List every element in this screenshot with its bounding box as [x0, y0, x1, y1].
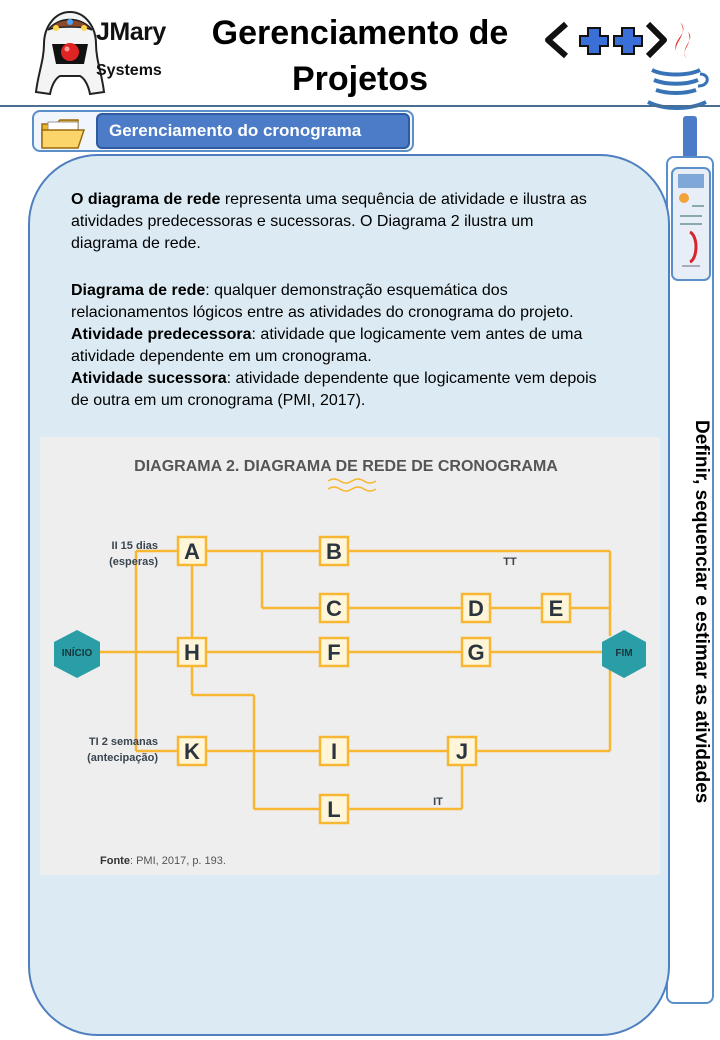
- section-title: Gerenciamento do cronograma: [96, 113, 410, 149]
- node-k: K: [176, 735, 208, 767]
- sidebar-connector: [683, 116, 697, 158]
- node-h: H: [176, 636, 208, 668]
- svg-text:E: E: [549, 596, 564, 621]
- duke-mascot-icon: [34, 10, 106, 96]
- svg-text:INÍCIO: INÍCIO: [62, 646, 93, 659]
- cpp-logo-icon: [545, 21, 667, 59]
- brand-subtitle: Systems: [96, 62, 162, 79]
- svg-text:G: G: [467, 640, 484, 665]
- svg-text:J: J: [456, 739, 468, 764]
- network-diagram-figure: DIAGRAMA 2. DIAGRAMA DE REDE DE CRONOGRA…: [40, 437, 660, 875]
- diagram-connectors: [100, 549, 612, 811]
- brand-name: JMary: [96, 18, 166, 46]
- svg-text:B: B: [326, 539, 342, 564]
- node-e: E: [540, 592, 572, 624]
- tt-label: TT: [503, 556, 517, 568]
- figure-source: Fonte: PMI, 2017, p. 193.: [100, 855, 226, 867]
- folder-icon: [41, 119, 86, 149]
- start-node: INÍCIO: [54, 630, 100, 678]
- definition-atividade-sucessora: Atividade sucessora: atividade dependent…: [71, 370, 597, 387]
- node-d: D: [460, 592, 492, 624]
- definition-diagrama-de-rede: Diagrama de rede: qualquer demonstração …: [71, 282, 508, 299]
- end-node: FIM: [602, 630, 646, 678]
- header-divider: [0, 105, 720, 107]
- svg-text:L: L: [327, 797, 340, 822]
- lead-label-line2: (antecipação): [87, 752, 158, 764]
- node-i: I: [318, 735, 350, 767]
- node-b: B: [318, 535, 350, 567]
- node-f: F: [318, 636, 350, 668]
- lead-label-line1: TI 2 semanas: [89, 736, 158, 748]
- section-header: Gerenciamento do cronograma: [32, 110, 414, 152]
- definition-atividade-predecessora: Atividade predecessora: atividade que lo…: [71, 326, 583, 343]
- java-cup-icon: [647, 22, 709, 110]
- svg-text:FIM: FIM: [615, 648, 632, 659]
- figure-title: DIAGRAMA 2. DIAGRAMA DE REDE DE CRONOGRA…: [134, 458, 558, 475]
- node-c: C: [318, 592, 350, 624]
- page-title: Gerenciamento de Projetos: [211, 14, 509, 98]
- svg-text:A: A: [184, 539, 200, 564]
- it-label: IT: [433, 796, 443, 808]
- lag-label-line2: (esperas): [109, 556, 158, 568]
- topic-sidebar: [666, 156, 714, 1004]
- newspaper-icon: [671, 167, 711, 281]
- svg-text:H: H: [184, 640, 200, 665]
- node-g: G: [460, 636, 492, 668]
- title-ornament: [327, 478, 377, 492]
- svg-text:F: F: [327, 640, 340, 665]
- sidebar-vertical-label: Definir, sequenciar e estimar as ativida…: [691, 420, 712, 804]
- definitions-list: Diagrama de rede: qualquer demonstração …: [71, 280, 631, 412]
- node-a: A: [176, 535, 208, 567]
- svg-text:I: I: [331, 739, 337, 764]
- svg-text:D: D: [468, 596, 484, 621]
- lag-label-line1: II 15 dias: [112, 540, 158, 552]
- intro-paragraph: O diagrama de rede representa uma sequên…: [71, 191, 587, 252]
- node-l: L: [318, 793, 350, 825]
- svg-text:C: C: [326, 596, 342, 621]
- svg-text:K: K: [184, 739, 200, 764]
- node-j: J: [446, 735, 478, 767]
